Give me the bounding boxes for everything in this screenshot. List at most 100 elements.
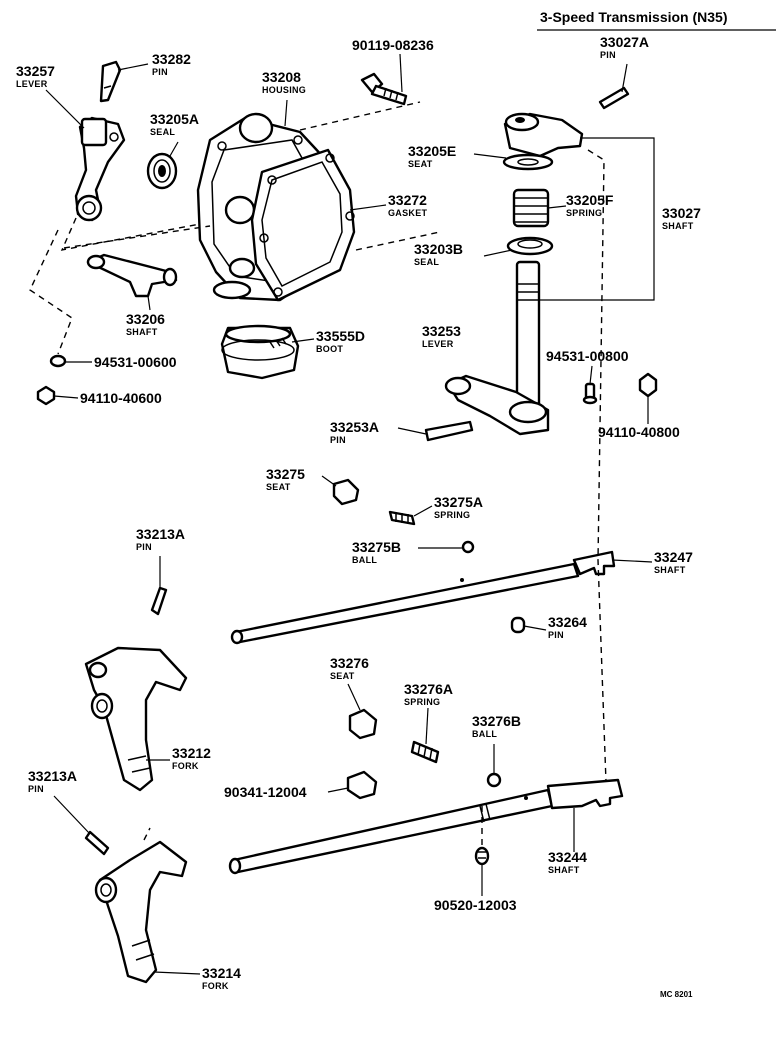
leader-94531-00800 xyxy=(589,365,593,385)
svg-text:SEAL: SEAL xyxy=(414,257,439,267)
part-spring-33276A xyxy=(410,740,440,764)
svg-text:33275: 33275 xyxy=(266,466,305,482)
svg-text:33257: 33257 xyxy=(16,63,55,79)
part-lever-33257 xyxy=(74,116,126,222)
svg-text:PIN: PIN xyxy=(28,784,44,794)
svg-text:33027: 33027 xyxy=(662,205,701,221)
dash-fork-to-shaft xyxy=(143,827,151,841)
leader-33257 xyxy=(45,89,85,129)
svg-text:33205F: 33205F xyxy=(566,192,614,208)
leader-90341 xyxy=(327,787,349,793)
svg-text:33203B: 33203B xyxy=(414,241,463,257)
part-shaft-33206 xyxy=(86,253,178,298)
part-seat-33275 xyxy=(332,478,360,506)
svg-text:PIN: PIN xyxy=(548,630,564,640)
svg-text:SEAT: SEAT xyxy=(266,482,291,492)
svg-text:33272: 33272 xyxy=(388,192,427,208)
svg-text:33205E: 33205E xyxy=(408,143,456,159)
svg-text:33206: 33206 xyxy=(126,311,165,327)
svg-text:SEAT: SEAT xyxy=(408,159,433,169)
svg-text:PIN: PIN xyxy=(600,50,616,60)
svg-text:33244: 33244 xyxy=(548,849,587,865)
svg-text:33253A: 33253A xyxy=(330,419,379,435)
svg-text:BALL: BALL xyxy=(472,729,497,739)
leader-33205F xyxy=(547,205,567,209)
leader-90119 xyxy=(399,53,403,93)
part-lever-33253 xyxy=(444,260,550,436)
part-gasket-33272 xyxy=(250,148,356,302)
part-shaft-33247 xyxy=(230,550,616,645)
svg-text:33213A: 33213A xyxy=(136,526,185,542)
svg-text:BALL: BALL xyxy=(352,555,377,565)
svg-text:33027A: 33027A xyxy=(600,34,649,50)
svg-text:33276B: 33276B xyxy=(472,713,521,729)
svg-text:FORK: FORK xyxy=(202,981,229,991)
svg-text:SHAFT: SHAFT xyxy=(662,221,694,231)
svg-text:HOUSING: HOUSING xyxy=(262,85,306,95)
leader-33027A xyxy=(621,63,628,93)
part-pin-33253A xyxy=(424,420,474,442)
part-shaft-top-33027 xyxy=(503,112,584,158)
part-ball-33275B xyxy=(461,540,475,554)
svg-text:94110-40800: 94110-40800 xyxy=(598,424,680,440)
label-90119: 90119-08236 xyxy=(352,37,434,53)
leader-33247 xyxy=(611,559,653,563)
diagram-title: 3-Speed Transmission (N35) xyxy=(540,9,728,25)
label-94531-00800: 94531-00800 xyxy=(546,348,629,364)
svg-text:BOOT: BOOT xyxy=(316,344,343,354)
label-94110-40600: 94110-40600 xyxy=(80,390,162,406)
leader-33275A xyxy=(413,505,433,517)
part-bolt-90119 xyxy=(360,72,408,106)
label-94531-00600: 94531-00600 xyxy=(94,354,177,370)
dash-gasket-to-housing xyxy=(355,231,441,251)
part-spring-33205F xyxy=(512,188,550,228)
leader-33208 xyxy=(284,99,288,127)
svg-text:33264: 33264 xyxy=(548,614,587,630)
svg-text:33276A: 33276A xyxy=(404,681,453,697)
part-pin-33213A-lower xyxy=(84,830,110,856)
part-shaft-33244 xyxy=(228,778,624,875)
part-seat-33276 xyxy=(348,708,378,740)
part-nut-94110-40600 xyxy=(36,385,56,406)
svg-text:LEVER: LEVER xyxy=(16,79,48,89)
svg-text:33208: 33208 xyxy=(262,69,301,85)
svg-text:94531-00800: 94531-00800 xyxy=(546,348,629,364)
leader-33272 xyxy=(349,204,387,211)
svg-text:PIN: PIN xyxy=(152,67,168,77)
svg-text:90341-12004: 90341-12004 xyxy=(224,784,307,800)
part-fork-33214 xyxy=(94,840,188,984)
part-spring-33275A xyxy=(388,510,416,526)
dash-lever-to-washer xyxy=(29,229,73,355)
leader-33203B xyxy=(483,249,513,257)
part-plug-90520 xyxy=(474,846,490,866)
svg-text:SEAL: SEAL xyxy=(150,127,175,137)
part-fork-33212 xyxy=(84,646,188,792)
part-pin-33282 xyxy=(99,60,122,103)
leader-33205E xyxy=(473,153,507,159)
svg-text:90520-12003: 90520-12003 xyxy=(434,897,517,913)
leader-33275 xyxy=(321,475,337,487)
leader-33214 xyxy=(153,971,201,975)
svg-text:33276: 33276 xyxy=(330,655,369,671)
dash-lever-to-housing xyxy=(60,217,201,251)
label-90520: 90520-12003 xyxy=(434,897,517,913)
svg-text:33213A: 33213A xyxy=(28,768,77,784)
leader-33276A xyxy=(425,707,429,745)
leader-33282 xyxy=(117,63,149,71)
